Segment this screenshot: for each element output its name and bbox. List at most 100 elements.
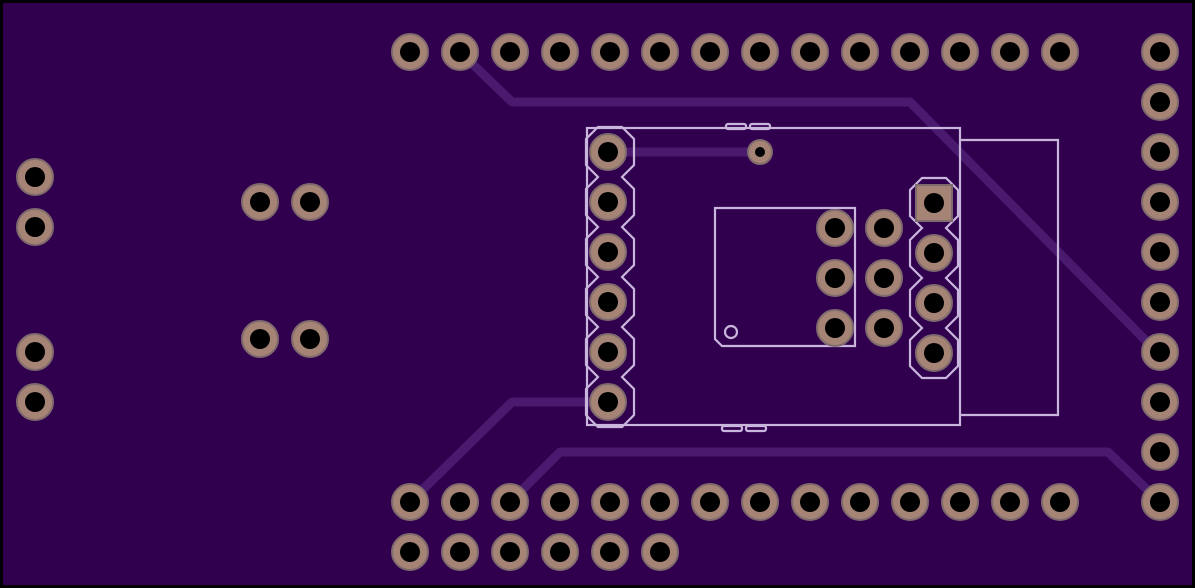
pad-drill xyxy=(1150,392,1170,412)
module-left-header-pad xyxy=(589,183,627,221)
pad-drill xyxy=(1050,42,1070,62)
left-edge-pads-pad xyxy=(16,208,54,246)
pad-drill xyxy=(650,542,670,562)
bottom-header-pad xyxy=(841,483,879,521)
trace xyxy=(505,447,1165,507)
pad-drill xyxy=(550,42,570,62)
chip-outline xyxy=(713,206,857,348)
module-right-header-pad xyxy=(915,284,953,322)
pad-drill xyxy=(1000,42,1020,62)
pad-drill xyxy=(1150,142,1170,162)
right-header-pad xyxy=(1141,383,1179,421)
bottom-row-2-pad xyxy=(491,533,529,571)
pad-drill xyxy=(700,492,720,512)
module-left-header-pad xyxy=(589,333,627,371)
pad-drill xyxy=(450,42,470,62)
pad-drill xyxy=(924,243,944,263)
smd-tab xyxy=(748,122,772,131)
pad-drill xyxy=(598,192,618,212)
module-right-header-pad xyxy=(915,184,953,222)
top-header-pad xyxy=(591,33,629,71)
pad-drill xyxy=(1150,242,1170,262)
pad-drill xyxy=(950,42,970,62)
pad-drill xyxy=(500,492,520,512)
left-edge-pads-pad xyxy=(16,333,54,371)
bottom-header-pad xyxy=(691,483,729,521)
pad-drill xyxy=(25,167,45,187)
pad-drill xyxy=(1150,192,1170,212)
pad-drill xyxy=(550,492,570,512)
pad-drill xyxy=(598,342,618,362)
pad-drill xyxy=(1150,492,1170,512)
bottom-row-2-pad xyxy=(591,533,629,571)
top-header-pad xyxy=(541,33,579,71)
bottom-header-pad xyxy=(991,483,1029,521)
mid-left-pads-pad xyxy=(291,320,329,358)
trace xyxy=(405,397,613,507)
pin1-marker xyxy=(723,324,739,340)
pad-drill xyxy=(900,492,920,512)
pad-drill xyxy=(700,42,720,62)
pad-drill xyxy=(250,192,270,212)
connector-outline xyxy=(960,138,1060,417)
module-center-pads-pad xyxy=(816,259,854,297)
pad-drill xyxy=(1050,492,1070,512)
bottom-header-pad xyxy=(391,483,429,521)
top-header-pad xyxy=(391,33,429,71)
bottom-header-pad xyxy=(941,483,979,521)
top-header-pad xyxy=(941,33,979,71)
right-header-pad xyxy=(1141,433,1179,471)
pad-drill xyxy=(400,42,420,62)
right-header-pad xyxy=(1141,233,1179,271)
pad-drill xyxy=(650,492,670,512)
left-edge-pads-pad xyxy=(16,383,54,421)
module-center-pads-pad xyxy=(865,259,903,297)
bottom-row-2-pad xyxy=(441,533,479,571)
bottom-header-pad xyxy=(1041,483,1079,521)
right-header-pad xyxy=(1141,483,1179,521)
header-outline-right xyxy=(908,176,960,380)
right-header-pad xyxy=(1141,133,1179,171)
bottom-row-2-pad xyxy=(641,533,679,571)
bottom-header-pad xyxy=(891,483,929,521)
module-center-pads-pad xyxy=(865,309,903,347)
bottom-header-pad xyxy=(641,483,679,521)
module-center-pads-pad xyxy=(816,309,854,347)
pad-drill xyxy=(400,542,420,562)
mid-left-pads-pad xyxy=(291,183,329,221)
top-header-pad xyxy=(991,33,1029,71)
pad-drill xyxy=(825,268,845,288)
pad-drill xyxy=(250,329,270,349)
module-right-header-pad xyxy=(915,334,953,372)
top-header-pad xyxy=(891,33,929,71)
pad-drill xyxy=(450,492,470,512)
pad-drill xyxy=(450,542,470,562)
via xyxy=(747,139,773,165)
pad-drill xyxy=(598,392,618,412)
module-left-header-pad xyxy=(589,133,627,171)
top-header-pad xyxy=(641,33,679,71)
pad-drill xyxy=(924,193,944,213)
right-header-pad xyxy=(1141,83,1179,121)
pad-drill xyxy=(600,42,620,62)
module-center-pads-pad xyxy=(865,209,903,247)
smd-tab xyxy=(744,424,768,433)
pad-drill xyxy=(1150,342,1170,362)
pad-drill xyxy=(600,542,620,562)
pad-drill xyxy=(800,492,820,512)
pad-drill xyxy=(1150,92,1170,112)
bottom-row-2-pad xyxy=(541,533,579,571)
pad-drill xyxy=(500,542,520,562)
header-outline-left xyxy=(584,125,636,429)
pad-drill xyxy=(25,342,45,362)
pads xyxy=(16,33,1179,571)
pad-drill xyxy=(600,492,620,512)
pad-drill xyxy=(1150,442,1170,462)
smd-tab xyxy=(724,122,748,131)
pad-drill xyxy=(1000,492,1020,512)
bottom-header-pad xyxy=(591,483,629,521)
pad-drill xyxy=(924,293,944,313)
pad-drill xyxy=(650,42,670,62)
via-drill xyxy=(755,147,765,157)
top-header-pad xyxy=(441,33,479,71)
